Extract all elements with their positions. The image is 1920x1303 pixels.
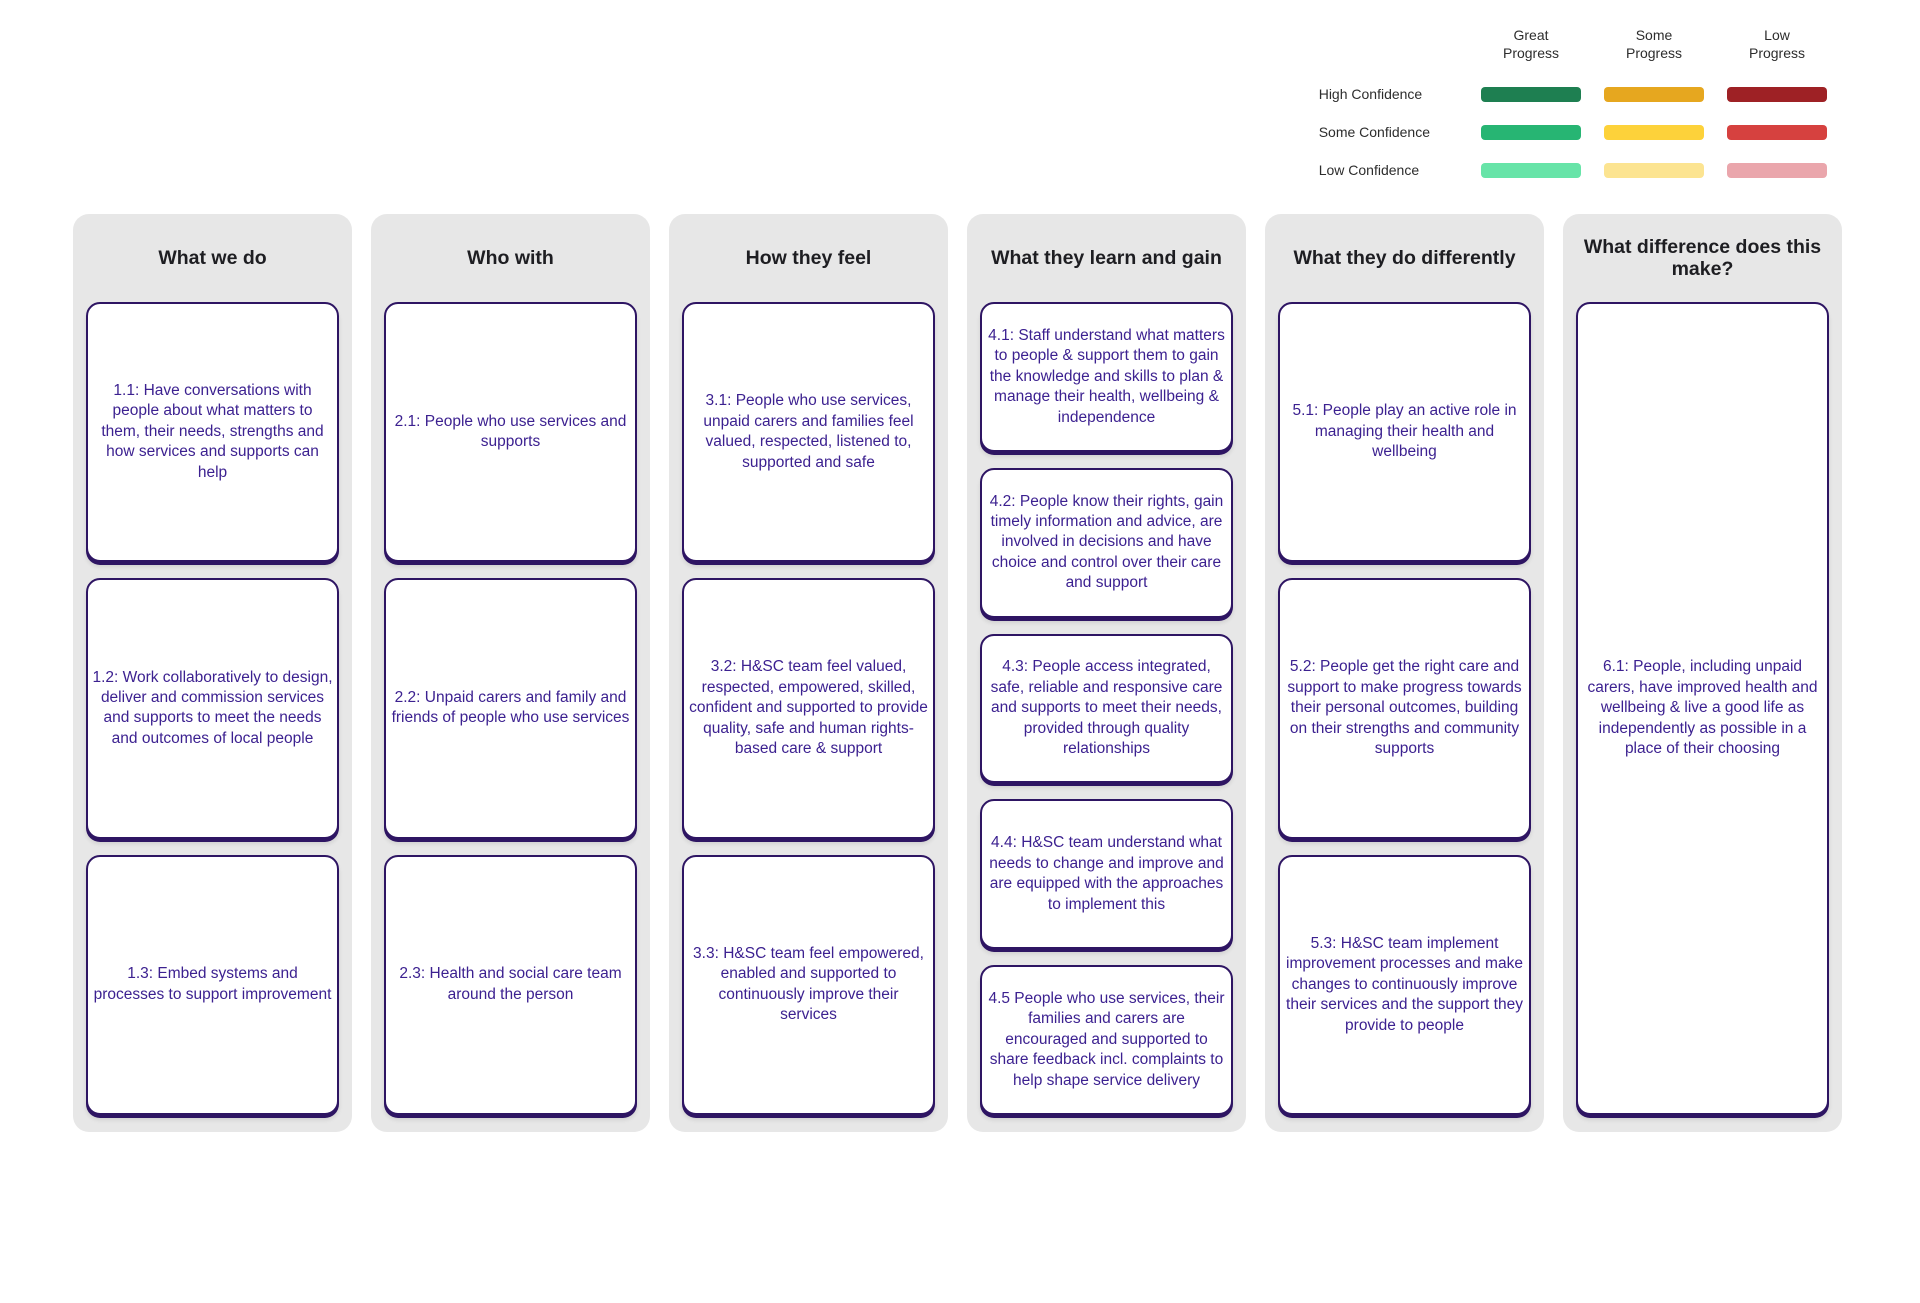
outcome-card-6-1[interactable]: 6.1: People, including unpaid carers, ha… <box>1576 302 1829 1115</box>
progress-confidence-legend: Great Progress Some Progress Low Progres… <box>1319 26 1827 178</box>
column-title: How they feel <box>682 214 935 302</box>
outcome-card-4-1[interactable]: 4.1: Staff understand what matters to pe… <box>980 302 1233 452</box>
column-what-we-do: What we do 1.1: Have conversations with … <box>73 214 352 1132</box>
column-who-with: Who with 2.1: People who use services an… <box>371 214 650 1132</box>
outcome-card-4-4[interactable]: 4.4: H&SC team understand what needs to … <box>980 799 1233 949</box>
legend-header-some-progress: Some Progress <box>1604 26 1704 62</box>
outcome-card-3-3[interactable]: 3.3: H&SC team feel empowered, enabled a… <box>682 855 935 1115</box>
legend-swatch-low-some <box>1727 125 1827 140</box>
card-list: 2.1: People who use services and support… <box>384 302 637 1115</box>
column-title: What we do <box>86 214 339 302</box>
outcomes-board: What we do 1.1: Have conversations with … <box>73 214 1842 1132</box>
legend-swatch-great-some <box>1481 125 1581 140</box>
column-title: Who with <box>384 214 637 302</box>
legend-swatch-great-low <box>1481 163 1581 178</box>
legend-swatch-low-low <box>1727 163 1827 178</box>
outcome-card-5-2[interactable]: 5.2: People get the right care and suppo… <box>1278 578 1531 838</box>
column-what-they-do-differently: What they do differently 5.1: People pla… <box>1265 214 1544 1132</box>
legend-swatch-some-low <box>1604 163 1704 178</box>
column-title: What they do differently <box>1278 214 1531 302</box>
outcome-card-4-3[interactable]: 4.3: People access integrated, safe, rel… <box>980 634 1233 784</box>
outcome-card-1-3[interactable]: 1.3: Embed systems and processes to supp… <box>86 855 339 1115</box>
legend-header-low-progress: Low Progress <box>1727 26 1827 62</box>
outcome-card-5-3[interactable]: 5.3: H&SC team implement improvement pro… <box>1278 855 1531 1115</box>
column-how-they-feel: How they feel 3.1: People who use servic… <box>669 214 948 1132</box>
legend-swatch-great-high <box>1481 87 1581 102</box>
column-title: What they learn and gain <box>980 214 1233 302</box>
legend-label-low-confidence: Low Confidence <box>1319 162 1458 178</box>
column-what-they-learn-and-gain: What they learn and gain 4.1: Staff unde… <box>967 214 1246 1132</box>
card-list: 5.1: People play an active role in manag… <box>1278 302 1531 1115</box>
legend-label-high-confidence: High Confidence <box>1319 86 1458 102</box>
outcome-card-2-3[interactable]: 2.3: Health and social care team around … <box>384 855 637 1115</box>
outcome-card-1-2[interactable]: 1.2: Work collaboratively to design, del… <box>86 578 339 838</box>
outcome-card-3-2[interactable]: 3.2: H&SC team feel valued, respected, e… <box>682 578 935 838</box>
card-list: 3.1: People who use services, unpaid car… <box>682 302 935 1115</box>
card-list: 4.1: Staff understand what matters to pe… <box>980 302 1233 1115</box>
legend-swatch-some-some <box>1604 125 1704 140</box>
outcome-card-5-1[interactable]: 5.1: People play an active role in manag… <box>1278 302 1531 562</box>
outcome-card-4-5[interactable]: 4.5 People who use services, their famil… <box>980 965 1233 1115</box>
legend-swatch-some-high <box>1604 87 1704 102</box>
outcome-card-3-1[interactable]: 3.1: People who use services, unpaid car… <box>682 302 935 562</box>
card-list: 1.1: Have conversations with people abou… <box>86 302 339 1115</box>
outcome-card-1-1[interactable]: 1.1: Have conversations with people abou… <box>86 302 339 562</box>
outcome-card-2-1[interactable]: 2.1: People who use services and support… <box>384 302 637 562</box>
column-title: What difference does this make? <box>1576 214 1829 302</box>
outcome-card-4-2[interactable]: 4.2: People know their rights, gain time… <box>980 468 1233 618</box>
card-list: 6.1: People, including unpaid carers, ha… <box>1576 302 1829 1115</box>
legend-swatch-low-high <box>1727 87 1827 102</box>
outcome-card-2-2[interactable]: 2.2: Unpaid carers and family and friend… <box>384 578 637 838</box>
legend-label-some-confidence: Some Confidence <box>1319 124 1458 140</box>
legend-header-great-progress: Great Progress <box>1481 26 1581 62</box>
column-what-difference-does-this-make: What difference does this make? 6.1: Peo… <box>1563 214 1842 1132</box>
